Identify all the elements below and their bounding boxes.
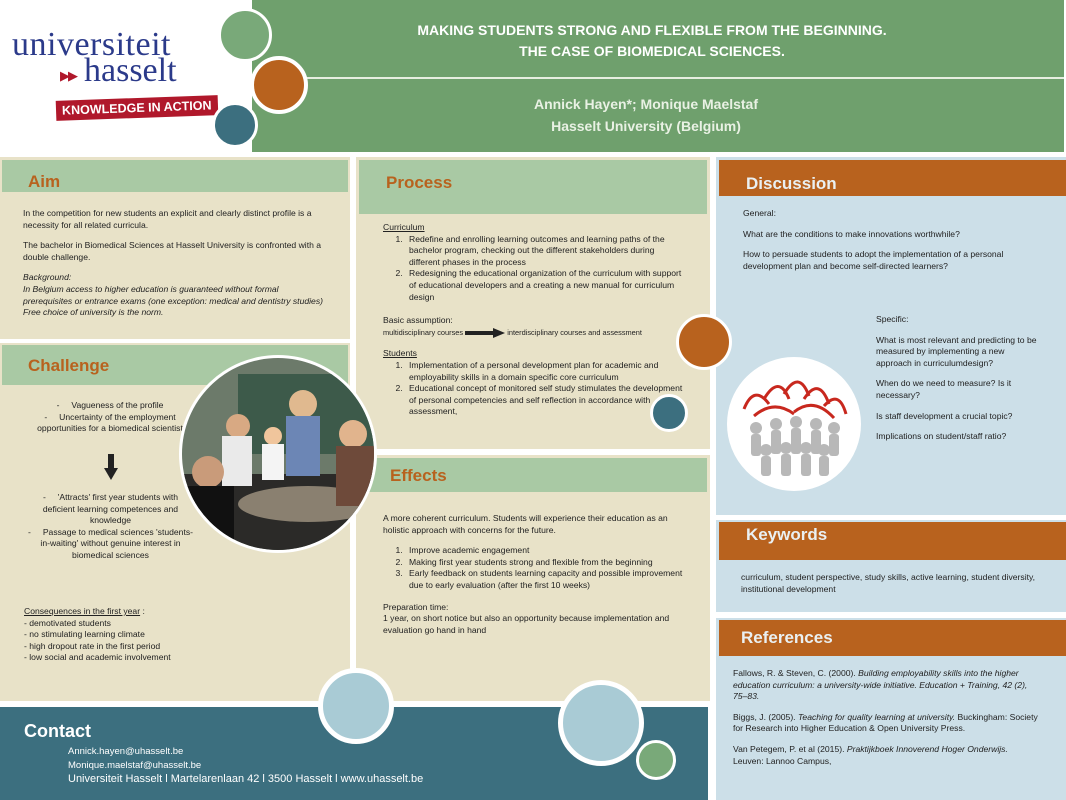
challenge-list-b: - 'Attracts' first year students with de… (28, 492, 194, 560)
contact-email-maelstaf[interactable]: Monique.maelstaf@uhasselt.be (68, 760, 202, 771)
decor-circle-green-bottom (636, 740, 676, 780)
poster-authors: Annick Hayen*; Monique Maelstaf Hasselt … (533, 96, 759, 134)
references-text: Fallows, R. & Steven, C. (2000). Buildin… (733, 668, 1038, 766)
decor-circle-orange-top (250, 56, 308, 114)
process-text: Curriculum Redefine and enrolling learni… (383, 222, 683, 418)
keywords-text: curriculum, student perspective, study s… (741, 572, 1036, 594)
arrow-down-icon (104, 454, 118, 480)
decor-circle-lightblue-bottom-left (318, 668, 394, 744)
challenge-consequences: Consequences in the first year : - demot… (24, 606, 171, 663)
contact-emails: Annick.hayen@uhasselt.be Monique.maelsta… (68, 745, 201, 773)
contact-address: Universiteit Hasselt l Martelarenlaan 42… (68, 773, 424, 785)
process-title: Process (386, 173, 453, 192)
effects-panel (356, 455, 710, 701)
challenge-title: Challenge (28, 356, 110, 375)
aim-text: In the competition for new students an e… (23, 208, 323, 318)
contact-email-hayen[interactable]: Annick.hayen@uhasselt.be (68, 746, 184, 757)
assumption-row: multidisciplinary courses interdisciplin… (383, 327, 642, 338)
decor-circle-teal-top (212, 102, 258, 148)
decor-circle-teal-mid (650, 394, 688, 432)
decor-circle-orange-mid (676, 314, 732, 370)
keywords-header (719, 522, 1066, 560)
aim-header (2, 160, 348, 192)
classroom-photo (179, 355, 377, 553)
logo-tagline: KNOWLEDGE IN ACTION (55, 95, 218, 121)
references-header (719, 620, 1066, 656)
arrow-right-icon (465, 327, 506, 338)
effects-header (359, 458, 707, 492)
effects-text: A more coherent curriculum. Students wil… (383, 513, 683, 636)
logo-word-hasselt: hasselt (84, 52, 177, 89)
header-divider (252, 77, 1064, 79)
process-header (359, 160, 707, 214)
poster-header: MAKING STUDENTS STRONG AND FLEXIBLE FROM… (252, 0, 1064, 152)
discussion-header (719, 160, 1066, 196)
discussion-general: General: What are the conditions to make… (743, 208, 1004, 271)
aim-title: Aim (28, 172, 61, 191)
logo-arrows-icon: ▶▶ (60, 68, 78, 83)
contact-title: Contact (24, 721, 91, 741)
logo-word-universiteit: universiteit (12, 26, 171, 63)
university-logo: universiteit ▶▶ hasselt KNOWLEDGE IN ACT… (0, 0, 236, 150)
effects-title: Effects (390, 466, 447, 485)
discussion-specific: Specific: What is most relevant and pred… (876, 314, 1037, 442)
poster-title: MAKING STUDENTS STRONG AND FLEXIBLE FROM… (417, 22, 887, 59)
decor-circle-green-top (218, 8, 272, 62)
network-people-illustration (725, 355, 863, 493)
discussion-title: Discussion (746, 174, 837, 193)
references-title: References (741, 628, 833, 647)
decor-circle-lightblue-bottom-right (558, 680, 644, 766)
challenge-list-a: - Vagueness of the profile - Uncertainty… (37, 400, 183, 434)
keywords-title: Keywords (746, 525, 828, 544)
